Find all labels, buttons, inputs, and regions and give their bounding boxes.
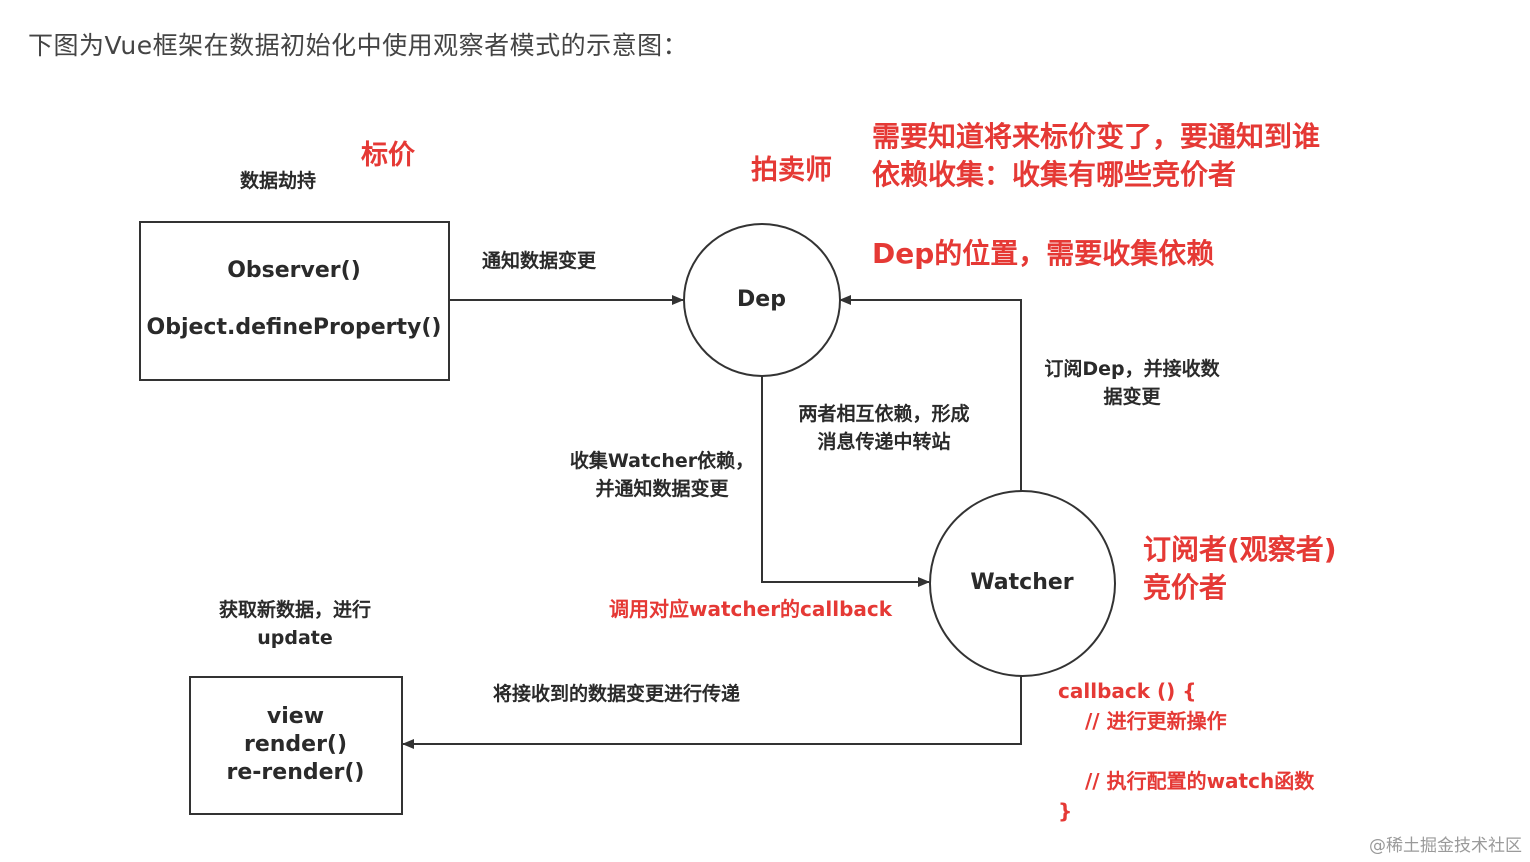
collect-line-2: 并通知数据变更 [595, 478, 729, 500]
re-render-label: re-render() [226, 760, 365, 785]
code-line-2: // 进行更新操作 [1085, 709, 1227, 733]
auctioneer-label: 拍卖师 [751, 155, 832, 186]
collect-label: 收集Watcher依赖， 并通知数据变更 [556, 447, 768, 503]
observer-label: Observer() [227, 258, 361, 283]
render-label: render() [243, 732, 348, 757]
fetch-label: 获取新数据，进行 update [200, 596, 390, 652]
callback-code: callback () { // 进行更新操作 // 执行配置的watch函数 … [1058, 676, 1314, 826]
notify-change-label: 通知数据变更 [482, 250, 597, 272]
code-line-3: // 执行配置的watch函数 [1085, 769, 1315, 793]
watermark: @稀土掘金技术社区 [1369, 836, 1522, 856]
subscriber-label: 订阅者(观察者) 竞价者 [1143, 531, 1337, 607]
relay-line-1: 两者相互依赖，形成 [798, 403, 970, 425]
define-property-label: Object.defineProperty() [146, 315, 442, 340]
fetch-line-2: update [257, 627, 333, 649]
subscriber-line-1: 订阅者(观察者) [1143, 533, 1337, 566]
arrow-watcher-to-view [402, 675, 1022, 749]
need-know-label: 需要知道将来标价变了，要通知到谁 依赖收集：收集有哪些竞价者 [872, 118, 1320, 194]
relay-line-2: 消息传递中转站 [817, 431, 951, 453]
need-know-line-2: 依赖收集：收集有哪些竞价者 [872, 158, 1237, 191]
code-line-blank [1058, 736, 1314, 766]
fetch-line-1: 获取新数据，进行 [218, 599, 371, 621]
dep-position-label: Dep的位置，需要收集依赖 [872, 237, 1215, 270]
collect-line-1: 收集Watcher依赖， [569, 450, 755, 472]
pass-change-label: 将接收到的数据变更进行传递 [493, 683, 741, 705]
dep-node: Dep [683, 223, 841, 377]
arrow-watcher-to-dep [839, 295, 1022, 491]
bid-price-label: 标价 [361, 140, 415, 171]
view-label: view [266, 704, 325, 729]
subscribe-label: 订阅Dep，并接收数 据变更 [1029, 355, 1235, 411]
watcher-label: Watcher [970, 570, 1074, 595]
relay-label: 两者相互依赖，形成 消息传递中转站 [780, 400, 988, 456]
view-box: view render() re-render() [189, 676, 403, 815]
dep-label: Dep [737, 287, 786, 312]
watcher-node: Watcher [929, 490, 1116, 677]
code-line-4: } [1058, 799, 1073, 823]
subscriber-line-2: 竞价者 [1143, 571, 1228, 604]
subscribe-line-1: 订阅Dep，并接收数 [1044, 358, 1220, 380]
need-know-line-1: 需要知道将来标价变了，要通知到谁 [872, 120, 1321, 153]
observer-box: Observer() Object.defineProperty() [139, 221, 450, 381]
hijack-label: 数据劫持 [240, 170, 317, 192]
subscribe-line-2: 据变更 [1103, 386, 1161, 408]
intro-text: 下图为Vue框架在数据初始化中使用观察者模式的示意图： [28, 31, 689, 60]
call-callback-label: 调用对应watcher的callback [609, 597, 893, 621]
arrow-dep-to-watcher [761, 375, 930, 587]
code-line-1: callback () { [1058, 679, 1197, 703]
